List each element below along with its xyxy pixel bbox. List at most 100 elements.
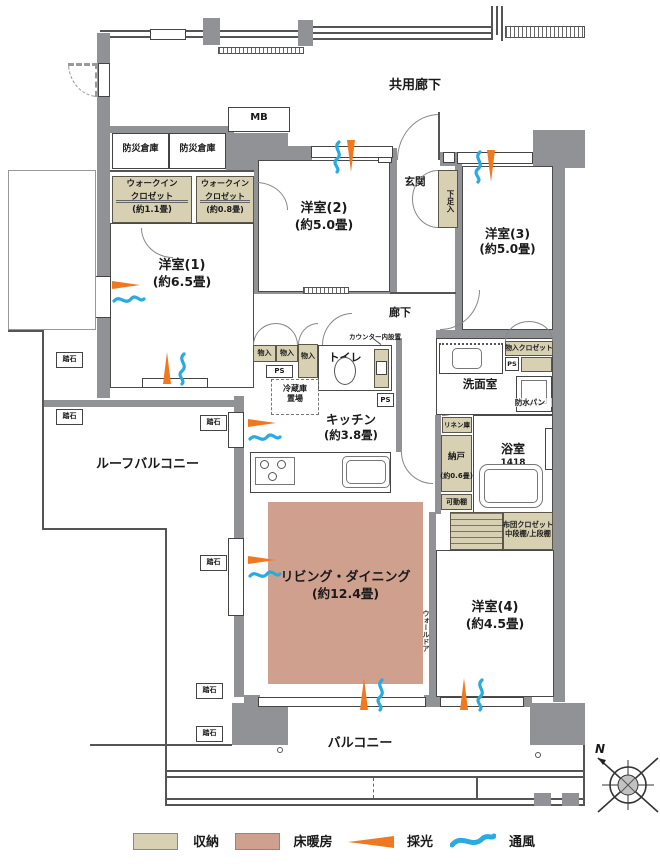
door-arc [68,63,98,97]
balcony-rail [583,745,585,806]
daylight-icon [360,678,368,710]
cabinet-door-arc [276,323,298,345]
wall [234,616,244,697]
wall [396,338,402,452]
storage-room-size: (約0.6畳) [440,472,473,480]
stepping-stone-label: 踏石 [202,686,217,694]
disaster-storage [112,133,169,169]
line [42,330,44,530]
pillar [530,703,585,745]
legend-floor-heating-swatch [235,833,280,850]
wall [522,695,532,707]
pipe-space [377,393,394,407]
cabinet-door-arc [412,199,438,228]
storage-room-label: 納戸 [447,452,465,462]
railing-post [150,29,186,40]
ventilation-icon [472,150,485,184]
bathroom-label: 浴室 [500,442,525,456]
wall [254,163,260,292]
legend-storage-label: 収納 [192,835,219,850]
common-corridor-label: 共用廊下 [388,78,441,93]
ventilation-icon [374,678,387,712]
railing-line [491,6,493,40]
pillar [298,20,313,46]
movable-shelf [441,494,472,510]
burner [268,472,277,481]
pillar [203,18,220,45]
kitchen-sink-inner [346,460,386,484]
window [142,378,208,388]
burner [277,460,286,469]
ventilation-icon [248,431,282,444]
ps-label: PS [274,367,285,375]
daylight-icon [248,419,276,427]
western3-label: 洋室(3)(約5.0畳) [479,226,536,256]
railing-line [501,6,503,41]
window [228,412,244,448]
stepping-stone [196,683,223,699]
walkway-hatch [505,26,585,38]
futon-closet-shelves [450,512,503,550]
wall [234,448,244,540]
walk-in-closet-2 [196,176,254,223]
monoire-closet-label: 物入クロゼット [505,344,553,352]
ventilation-icon [176,352,189,386]
legend-floor-heating-label: 床暖房 [293,835,333,850]
balcony-rail [165,804,585,806]
floor-heating-area [268,502,423,684]
stepping-stone [200,555,227,571]
balcony-rail [165,776,585,778]
sliding-door [303,287,349,294]
bathroom-size: 1418 [500,458,526,468]
balcony-partition [373,778,375,798]
daylight-icon [163,352,171,384]
stepping-stone-label: 踏石 [62,412,77,420]
pillar [232,703,288,745]
railing-line [496,6,498,35]
wall [435,415,441,514]
hanger-pipe [116,199,188,203]
daylight-icon [487,150,495,182]
wall [244,695,260,707]
wall [97,318,110,398]
wall [234,396,244,412]
burner [260,460,269,469]
balcony-label: バルコニー [327,736,393,751]
shoe-cabinet-label: 下足入 [446,189,455,213]
western4-label: 洋室(4)(約4.5畳) [465,600,525,632]
daylight-icon [347,140,355,172]
line [165,528,167,772]
western2-label: 洋室(2)(約5.0畳) [294,201,354,233]
storage-monoire [298,344,318,378]
door-arc-kitchen [401,452,433,484]
wall [429,512,436,699]
line [110,170,254,172]
ventilation-icon [331,140,344,174]
stepping-stone-label: 踏石 [206,558,221,566]
daylight-icon [248,556,276,564]
window [228,538,244,616]
ps-label: PS [507,360,517,368]
walkway-hatch [218,47,304,54]
linen-label: リネン庫 [444,421,470,429]
hanger-pipe [200,199,250,203]
room-western4 [436,550,554,697]
waterproof-pan-label: 防水パン [508,398,552,408]
wall [288,146,312,162]
wall [97,126,234,133]
balcony-post [534,793,551,806]
daylight-icon [112,281,140,289]
wall [553,166,565,702]
storage-box [521,357,552,372]
toilet-bowl [334,357,356,385]
stepping-stone-label: 踏石 [202,729,217,737]
disaster-storage-label: 防災倉庫 [179,144,216,154]
cabinet-door-arc [253,323,276,345]
window [258,697,426,707]
stepping-stone [196,726,223,742]
balcony-rail [165,745,167,806]
stepping-stone [56,409,83,425]
disaster-storage [169,133,226,169]
legend-ventilation-label: 通風 [508,835,535,850]
stepping-stone [200,415,227,431]
